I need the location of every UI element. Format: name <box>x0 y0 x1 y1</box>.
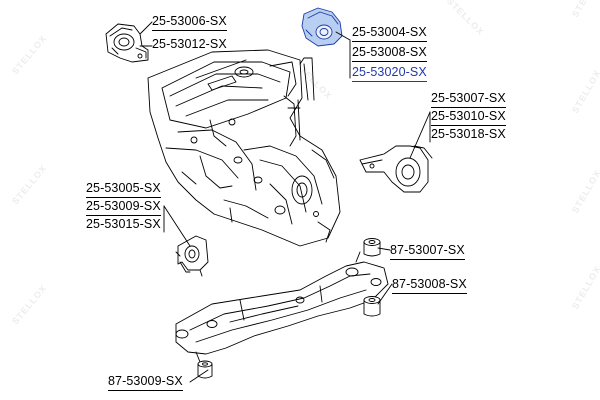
part-number-label: 25-53005-SX <box>86 181 161 198</box>
engine-mount-left <box>175 235 209 277</box>
engine-block <box>147 49 341 247</box>
part-number-label: 87-53009-SX <box>108 374 183 391</box>
part-number-label: 25-53007-SX <box>431 91 506 108</box>
engine-mount-top-right <box>301 7 343 47</box>
bushing-lower-right <box>363 296 381 317</box>
engine-mount-right <box>359 145 433 193</box>
part-number-label: 25-53012-SX <box>152 37 227 51</box>
bushing-upper-right <box>363 238 381 257</box>
part-number-label: 87-53007-SX <box>390 243 465 260</box>
part-number-label: 25-53008-SX <box>352 45 427 62</box>
part-number-label: 25-53015-SX <box>86 217 161 231</box>
part-number-label: 25-53006-SX <box>152 14 227 31</box>
part-number-label: 87-53008-SX <box>392 277 467 294</box>
part-number-label: 25-53018-SX <box>431 127 506 141</box>
engine-mount-top-left <box>105 23 149 63</box>
part-number-label: 25-53009-SX <box>86 199 161 216</box>
leader-lines <box>139 21 431 383</box>
subframe <box>175 251 389 363</box>
part-number-label: 25-53004-SX <box>352 25 427 42</box>
part-number-label-highlighted: 25-53020-SX <box>352 65 427 82</box>
part-number-label: 25-53010-SX <box>431 109 506 126</box>
